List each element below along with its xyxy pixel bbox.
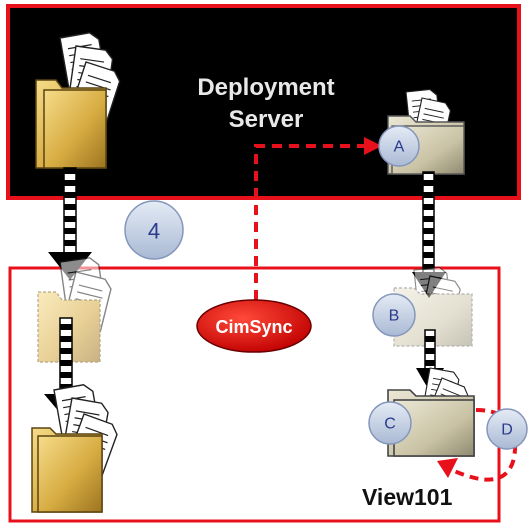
badge-a-text: A [394, 139, 405, 156]
badge-b-text: B [389, 308, 400, 325]
badge-a: A [378, 125, 420, 167]
staged-folder-icon [393, 266, 473, 347]
server-title-line1: Deployment [197, 74, 334, 101]
server-title-line2: Server [229, 106, 304, 133]
badge-c-text: C [384, 416, 396, 433]
cimsync-node: CimSync [196, 299, 312, 353]
badge-d-text: D [501, 422, 513, 439]
sync-connector [254, 137, 382, 300]
badge-d: D [486, 408, 528, 450]
badge-b: B [372, 293, 416, 337]
client-machine-label: View101 [362, 484, 453, 510]
installed-documents-folder-icon [31, 382, 121, 513]
step-number-text: 4 [148, 219, 160, 244]
client-package-folder-icon [387, 367, 475, 457]
cimsync-label: CimSync [215, 317, 292, 337]
server-documents-folder-icon [35, 30, 123, 169]
step-number-badge: 4 [124, 200, 184, 260]
client-box [8, 266, 501, 523]
transferring-folder-icon [37, 256, 114, 363]
badge-c: C [368, 401, 412, 445]
